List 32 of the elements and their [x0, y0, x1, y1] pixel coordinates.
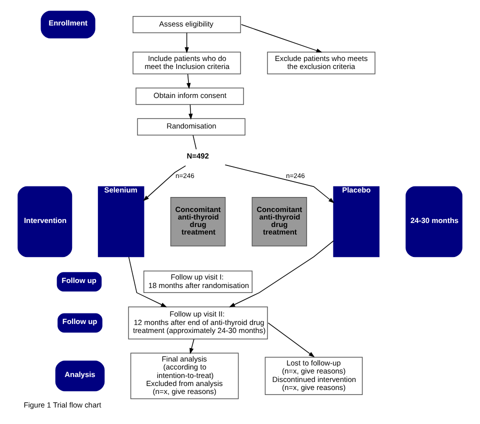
node-box: Obtain inform consent: [136, 88, 244, 105]
node-box: Follow up: [58, 313, 102, 333]
arrow: [240, 24, 322, 53]
node-box: Concomitant anti-thyroid drug treatment: [252, 197, 308, 246]
node-box: Include patients who do meet the Inclusion criteria: [132, 52, 241, 74]
node-text: N=492: [186, 152, 209, 161]
node-box: Randomisation: [137, 118, 246, 136]
node-box: Follow up visit II: 12 months after end of anti-thyroid drug treatment (approximately 24-30 months): [128, 306, 268, 340]
caption: Figure 1 Trial flow chart: [24, 400, 102, 410]
node-box: Analysis: [55, 360, 105, 392]
node-box: Placebo: [333, 186, 380, 258]
node-box: Selenium: [98, 186, 144, 258]
arrow: [143, 165, 186, 202]
node-box: Exclude patients who meets the exclusion criteria: [267, 52, 376, 74]
arrow: [186, 74, 191, 90]
arrow: [229, 240, 334, 308]
node-box: Concomitant anti-thyroid drug treatment: [170, 197, 226, 246]
arrow: [190, 338, 194, 354]
node-box: Follow up visit I: 18 months after randomisation: [143, 270, 252, 294]
arrow: [224, 164, 334, 204]
node-box: Final analysis (according to intention-to-treat) Excluded from analysis (n=x, give reasons): [130, 352, 239, 400]
arrow: [268, 322, 315, 358]
node-box: Assess eligibility: [132, 16, 241, 34]
node-box: Enrollment: [40, 10, 96, 38]
node-box: Lost to follow-up (n=x, give reasons) Discontinued intervention (n=x, give reasons): [264, 356, 363, 395]
arrow: [128, 256, 167, 308]
node-box: Follow up: [56, 272, 102, 292]
arrow: [184, 32, 189, 54]
connector: [192, 134, 197, 150]
node-box: Intervention: [18, 186, 72, 258]
node-box: 24-30 months: [406, 186, 462, 258]
arrow: [188, 104, 193, 120]
